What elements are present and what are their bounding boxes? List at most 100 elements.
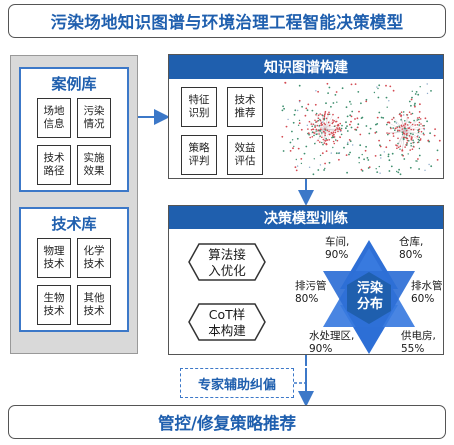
graph-node — [289, 150, 292, 152]
graph-node — [332, 131, 335, 133]
graph-node — [354, 83, 357, 85]
graph-node — [424, 117, 427, 120]
graph-node — [369, 127, 372, 130]
graph-node — [400, 111, 403, 113]
star-center — [347, 272, 391, 324]
expert-correction-box: 专家辅助纠偏 — [180, 368, 294, 398]
graph-node — [396, 144, 398, 147]
graph-node — [332, 134, 334, 137]
graph-node — [403, 126, 406, 128]
graph-node — [331, 136, 333, 139]
graph-node — [345, 127, 347, 130]
graph-node — [389, 85, 392, 88]
graph-node — [388, 121, 390, 123]
graph-node — [334, 94, 337, 96]
graph-node — [314, 142, 316, 145]
graph-node — [307, 103, 310, 106]
graph-node — [416, 124, 419, 126]
graph-edge — [324, 128, 330, 140]
graph-node — [404, 123, 406, 126]
graph-node — [396, 170, 398, 173]
graph-node — [386, 132, 388, 134]
graph-node — [282, 150, 285, 152]
graph-node — [346, 125, 348, 127]
graph-node — [416, 117, 419, 119]
graph-node — [397, 146, 400, 149]
graph-node — [403, 124, 405, 127]
graph-node — [293, 113, 296, 116]
graph-node — [401, 149, 404, 152]
graph-node — [323, 122, 325, 125]
graph-edge — [395, 128, 406, 132]
graph-node — [349, 151, 351, 154]
graph-node — [332, 119, 334, 121]
graph-node — [400, 119, 402, 121]
graph-node — [310, 129, 313, 131]
graph-node — [327, 92, 329, 94]
graph-node — [408, 127, 411, 129]
graph-node — [409, 149, 411, 151]
graph-node — [335, 120, 338, 123]
graph-node — [287, 118, 289, 121]
graph-node — [422, 124, 424, 127]
graph-node — [420, 130, 423, 133]
graph-node — [411, 136, 413, 138]
graph-node — [406, 124, 409, 126]
graph-node — [311, 136, 314, 138]
graph-node — [365, 100, 368, 103]
graph-node — [338, 128, 340, 131]
graph-node — [308, 120, 311, 123]
graph-node — [328, 161, 331, 164]
graph-node — [332, 102, 335, 104]
graph-node — [313, 132, 316, 134]
graph-node — [339, 130, 342, 133]
graph-node — [409, 166, 412, 169]
graph-edge — [319, 128, 326, 135]
graph-edge — [404, 125, 424, 132]
graph-node — [292, 147, 294, 150]
graph-node — [324, 123, 326, 126]
case-item-tech-path: 技术 路径 — [37, 145, 71, 185]
page-title: 污染场地知识图谱与环境治理工程智能决策模型 — [8, 4, 446, 38]
graph-node — [328, 133, 331, 136]
graph-node — [341, 87, 344, 90]
tech-library: 技术库 物理 技术 化学 技术 生物 技术 其他 技术 — [19, 207, 129, 332]
graph-node — [413, 119, 415, 122]
graph-node — [312, 173, 315, 176]
graph-node — [357, 91, 360, 93]
graph-node — [375, 123, 377, 126]
graph-node — [406, 139, 409, 142]
graph-node — [406, 143, 408, 145]
graph-node — [305, 107, 308, 110]
graph-node — [418, 111, 421, 113]
graph-node — [345, 106, 348, 109]
graph-node — [314, 119, 316, 122]
graph-node — [328, 130, 330, 133]
graph-node — [295, 158, 297, 161]
graph-node — [327, 113, 329, 116]
graph-node — [418, 154, 421, 157]
graph-node — [390, 127, 392, 130]
graph-node — [328, 124, 331, 127]
graph-node — [333, 142, 336, 145]
graph-node — [378, 84, 381, 87]
graph-node — [315, 121, 318, 123]
graph-node — [403, 127, 406, 130]
graph-node — [325, 102, 327, 105]
graph-node — [359, 133, 362, 136]
graph-node — [386, 121, 389, 124]
graph-node — [312, 128, 314, 130]
graph-node — [378, 165, 380, 168]
graph-node — [350, 120, 352, 123]
graph-node — [315, 90, 317, 92]
graph-node — [379, 154, 382, 156]
graph-node — [376, 171, 379, 173]
hexagon-algorithm-label: 算法接 入优化 — [208, 247, 246, 278]
graph-node — [377, 87, 379, 90]
graph-node — [350, 126, 353, 129]
graph-edge — [315, 125, 326, 130]
graph-node — [403, 114, 405, 116]
graph-node — [303, 152, 306, 155]
graph-node — [418, 130, 420, 133]
graph-node — [317, 90, 319, 93]
